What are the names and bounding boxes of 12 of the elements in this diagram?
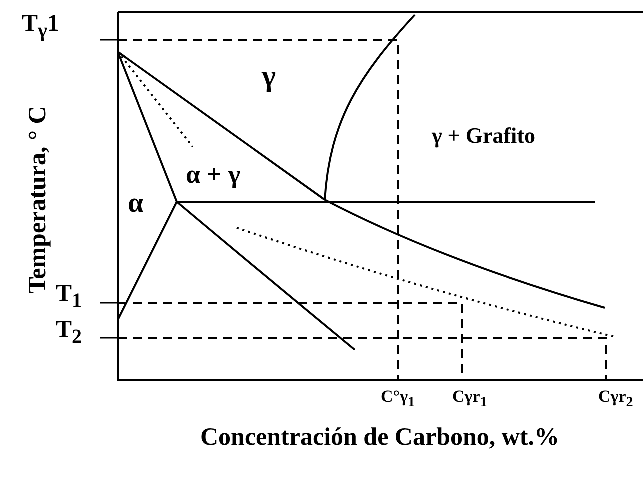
axis-tick-label: C°γ$_{1}$ bbox=[381, 388, 416, 410]
axis-tick-label: Cγr$_{2}$ bbox=[598, 388, 634, 410]
axis-tick-label: T$_{γ}$1 bbox=[22, 12, 60, 41]
phase-region-label: γ bbox=[262, 62, 276, 92]
phase-region-label: α + γ bbox=[186, 162, 240, 188]
axis-tick-label: Cγr$_{1}$ bbox=[452, 388, 488, 410]
axis-tick-label: T$_{2}$ bbox=[56, 318, 82, 347]
axis-title: Concentración de Carbono, wt.% bbox=[200, 425, 560, 450]
phase-region-label: γ + Grafito bbox=[432, 125, 536, 147]
axis-tick-label: T$_{1}$ bbox=[56, 282, 82, 311]
axis-title: Temperatura, ° C bbox=[26, 106, 50, 294]
phase-region-label: α bbox=[128, 190, 144, 218]
